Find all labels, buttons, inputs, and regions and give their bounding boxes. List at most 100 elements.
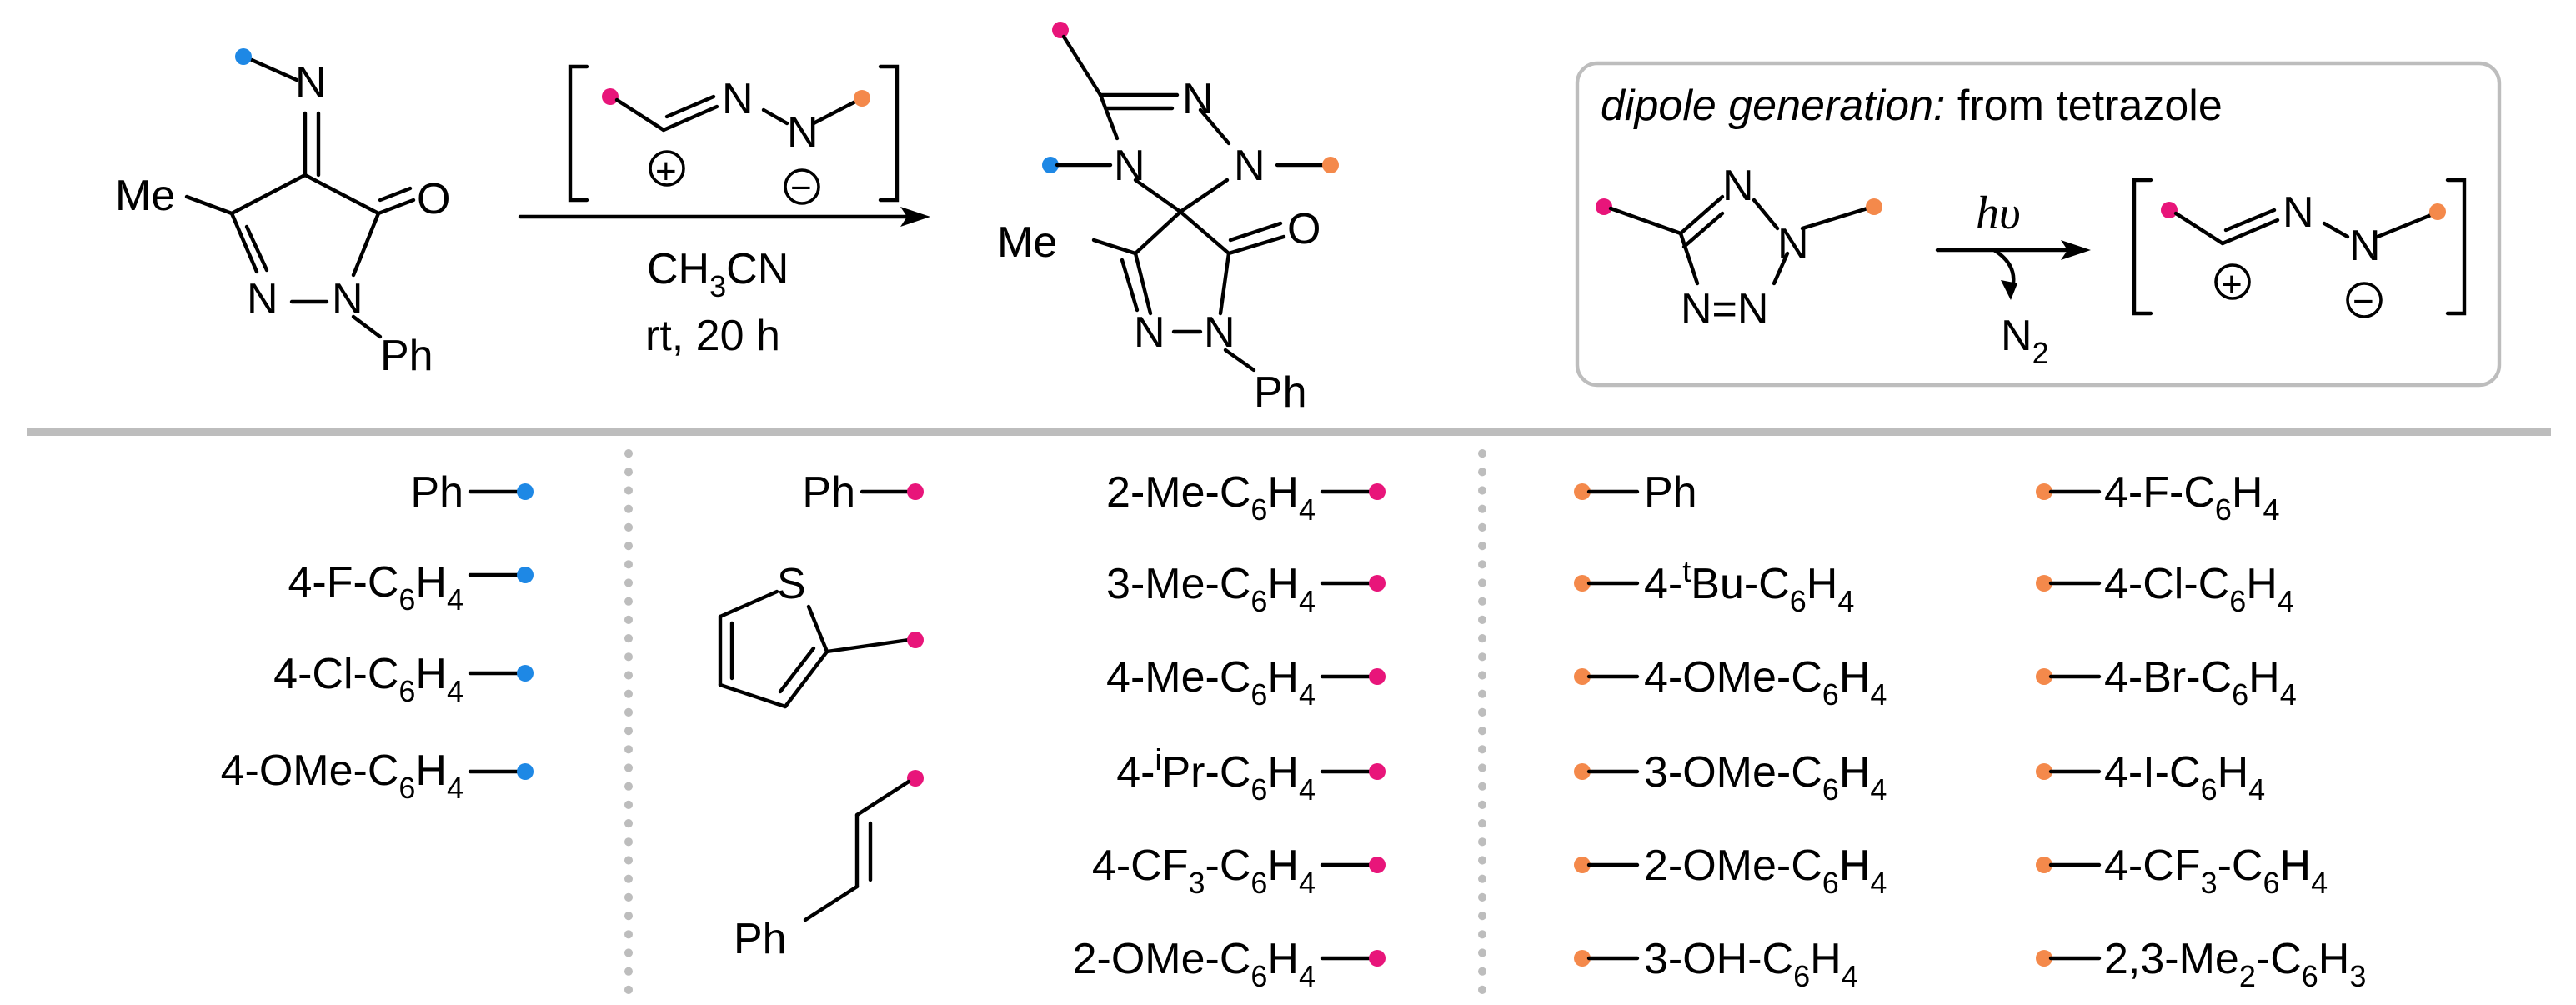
svg-text:N: N <box>2349 222 2381 270</box>
tetrazole-n-bottom: N=N <box>1681 285 1768 333</box>
magenta-dot <box>907 770 924 787</box>
orange-dot <box>2429 203 2446 220</box>
product-n-pz1-label: N <box>1204 308 1235 357</box>
svg-text:2,3-Me2-C6H3: 2,3-Me2-C6H3 <box>2104 935 2366 993</box>
svg-text:4-I-C6H4: 4-I-C6H4 <box>2104 748 2265 807</box>
blue-dot <box>517 567 534 583</box>
orange-dot <box>1574 950 1591 967</box>
list-item: 4-tBu-C6H4 <box>1574 554 1854 618</box>
product-ph-label: Ph <box>1254 368 1307 417</box>
list-item: 4-I-C6H4 <box>2036 748 2265 807</box>
product-n-left-label: N <box>1114 142 1145 190</box>
svg-text:2-OMe-C6H4: 2-OMe-C6H4 <box>1073 935 1316 993</box>
magenta-dot <box>1369 950 1386 967</box>
list-item: Ph <box>802 468 924 517</box>
magenta-dot <box>2161 202 2178 218</box>
svg-text:−: − <box>2353 281 2374 322</box>
magenta-right-list: 2-Me-C6H4 3-Me-C6H4 4-Me-C6H4 4-iPr-C6H4… <box>1073 468 1386 993</box>
list-item: 3-OH-C6H4 <box>1574 935 1858 993</box>
orange-dot <box>2036 950 2052 967</box>
product-o-label: O <box>1287 205 1321 253</box>
svg-text:Ph: Ph <box>1644 468 1697 517</box>
ph-label: Ph <box>380 332 434 380</box>
me-label: Me <box>115 172 175 220</box>
svg-text:+: + <box>655 151 677 192</box>
hv-label: hυ <box>1976 188 2021 239</box>
magenta-dot <box>1052 22 1069 38</box>
svg-text:4-OMe-C6H4: 4-OMe-C6H4 <box>221 747 464 805</box>
tetrazole-n-a: N <box>1722 162 1754 210</box>
blue-dot <box>517 483 534 500</box>
thiophene-structure: S <box>718 560 924 709</box>
svg-text:2-OMe-C6H4: 2-OMe-C6H4 <box>1644 842 1887 900</box>
magenta-dot <box>1596 198 1612 215</box>
orange-dot <box>854 90 870 107</box>
svg-text:4-Cl-C6H4: 4-Cl-C6H4 <box>2104 560 2294 618</box>
product-n-pz2-label: N <box>1134 308 1165 357</box>
svg-text:3-Me-C6H4: 3-Me-C6H4 <box>1106 560 1316 618</box>
list-item: 3-OMe-C6H4 <box>1574 748 1887 807</box>
orange-dot <box>1574 668 1591 685</box>
list-item: 2-OMe-C6H4 <box>1073 935 1386 993</box>
list-item: 4-Me-C6H4 <box>1106 653 1386 712</box>
blue-dot <box>517 763 534 780</box>
n1-label: N <box>332 275 363 323</box>
list-item: 3-Me-C6H4 <box>1106 560 1386 618</box>
blue-dot <box>517 665 534 682</box>
orange-left-list: Ph 4-tBu-C6H4 4-OMe-C6H4 3-OMe-C6H4 2-OM… <box>1574 468 1887 993</box>
magenta-dot <box>1369 483 1386 500</box>
orange-dot <box>1574 575 1591 592</box>
list-item: 4-OMe-C6H4 <box>221 747 534 805</box>
svg-text:3-OMe-C6H4: 3-OMe-C6H4 <box>1644 748 1887 807</box>
list-item: 2-OMe-C6H4 <box>1574 842 1887 900</box>
list-item: 4-CF3-C6H4 <box>1092 842 1386 900</box>
product-n-top-label: N <box>1182 75 1214 123</box>
time-label: rt, 20 h <box>645 312 780 360</box>
list-item: 4-F-C6H4 <box>288 558 534 617</box>
thiophene-s-label: S <box>777 560 806 608</box>
blue-substituent-list: Ph 4-F-C6H4 4-Cl-C6H4 4-OMe-C6H4 <box>221 468 534 805</box>
list-item: 4-OMe-C6H4 <box>1574 653 1887 712</box>
reagent-n1-label: N <box>722 75 754 123</box>
product-me-label: Me <box>997 218 1057 267</box>
svg-text:4-F-C6H4: 4-F-C6H4 <box>2104 468 2280 527</box>
product-structure: N N N Me O N N Ph <box>997 22 1339 417</box>
n2-byproduct: N2 <box>2001 312 2049 370</box>
svg-text:Ph: Ph <box>410 468 464 517</box>
svg-text:−: − <box>790 168 812 208</box>
orange-dot <box>1574 763 1591 780</box>
orange-dot <box>2036 763 2052 780</box>
magenta-dot <box>602 88 619 105</box>
n2-label: N <box>247 275 278 323</box>
svg-text:2-Me-C6H4: 2-Me-C6H4 <box>1106 468 1316 527</box>
svg-text:4-Cl-C6H4: 4-Cl-C6H4 <box>273 650 464 708</box>
orange-dot <box>2036 575 2052 592</box>
list-item: 4-Br-C6H4 <box>2036 653 2297 712</box>
list-item: 4-Cl-C6H4 <box>273 650 534 708</box>
orange-dot <box>2036 483 2052 500</box>
svg-text:4-Br-C6H4: 4-Br-C6H4 <box>2104 653 2297 712</box>
magenta-dot <box>907 483 924 500</box>
list-item: 4-CF3-C6H4 <box>2036 842 2328 900</box>
orange-dot <box>1322 157 1339 173</box>
list-item: 4-iPr-C6H4 <box>1116 742 1386 807</box>
orange-right-list: 4-F-C6H4 4-Cl-C6H4 4-Br-C6H4 4-I-C6H4 4-… <box>2036 468 2366 993</box>
orange-dot <box>1574 857 1591 873</box>
orange-dot <box>1866 198 1882 215</box>
orange-dot <box>1574 483 1591 500</box>
magenta-dot <box>1369 575 1386 592</box>
magenta-left-list: Ph S Ph <box>718 468 924 963</box>
list-item: 4-F-C6H4 <box>2036 468 2280 527</box>
reaction-arrow <box>518 207 930 227</box>
svg-text:4-F-C6H4: 4-F-C6H4 <box>288 558 464 617</box>
dipole-generation-box: dipole generation: from tetrazole N N N=… <box>1575 61 2502 388</box>
svg-text:4-iPr-C6H4: 4-iPr-C6H4 <box>1116 742 1316 807</box>
magenta-dot <box>1369 857 1386 873</box>
reagent-structure: N N + − <box>568 64 900 208</box>
dipole-box-title: dipole generation: from tetrazole <box>1601 82 2223 130</box>
svg-text:4-tBu-C6H4: 4-tBu-C6H4 <box>1644 554 1854 618</box>
magenta-dot <box>1369 668 1386 685</box>
svg-text:4-OMe-C6H4: 4-OMe-C6H4 <box>1644 653 1887 712</box>
